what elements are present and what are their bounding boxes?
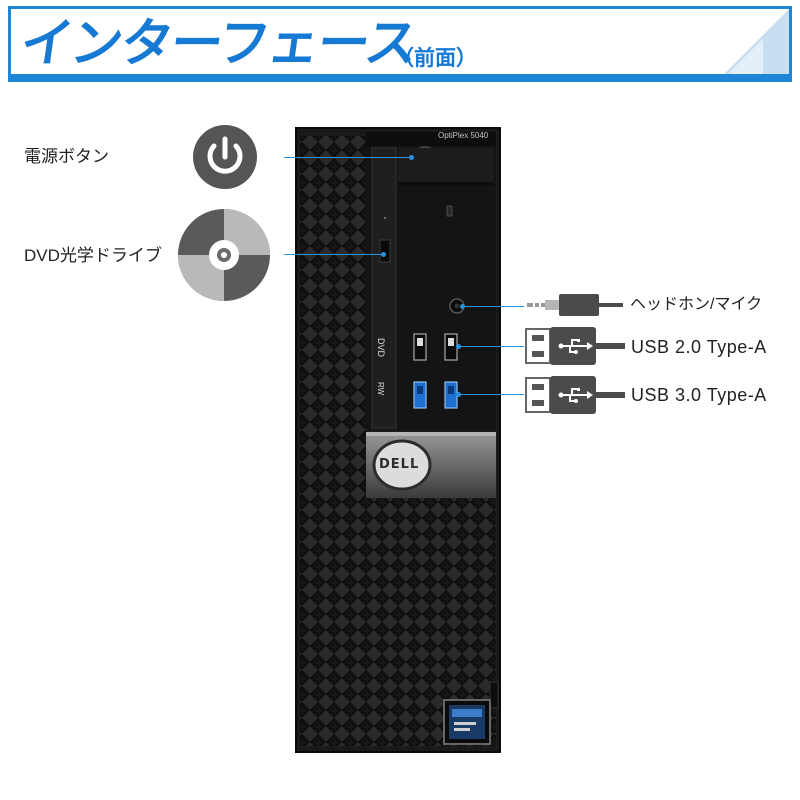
audio-jack-label: ヘッドホン/マイク: [630, 296, 763, 313]
dvd-drive-label: DVD光学ドライブ: [24, 246, 162, 265]
header-corner-decoration-inner: [723, 39, 763, 79]
power-button-label: 電源ボタン: [24, 147, 109, 166]
header-rule: [11, 74, 789, 79]
usb3-leader-line: [456, 392, 524, 397]
power-icon: [193, 125, 257, 189]
usb2-label: USB 2.0 Type-A: [631, 337, 767, 357]
usb2-plug-icon: [525, 327, 625, 365]
tower-front: [295, 127, 501, 753]
audio-leader-line: [460, 304, 524, 309]
tower-model-text: OptiPlex 5040: [438, 131, 489, 140]
power-leader-line: [284, 155, 414, 160]
page-title: インターフェース: [16, 14, 420, 74]
header-banner: インターフェース （前面）: [8, 6, 792, 82]
disc-icon: [178, 209, 270, 301]
tower-brand-logo: DELL: [379, 457, 420, 472]
usb3-label: USB 3.0 Type-A: [631, 385, 767, 405]
dvd-leader-line: [284, 252, 386, 257]
dvd-rw-marking: RW: [376, 382, 385, 396]
usb3-plug-icon: [525, 376, 625, 414]
page-subtitle: （前面）: [393, 46, 477, 70]
usb2-leader-line: [456, 344, 524, 349]
dvd-drive-marking: DVD: [376, 338, 386, 358]
audio-jack-icon: [527, 294, 623, 316]
